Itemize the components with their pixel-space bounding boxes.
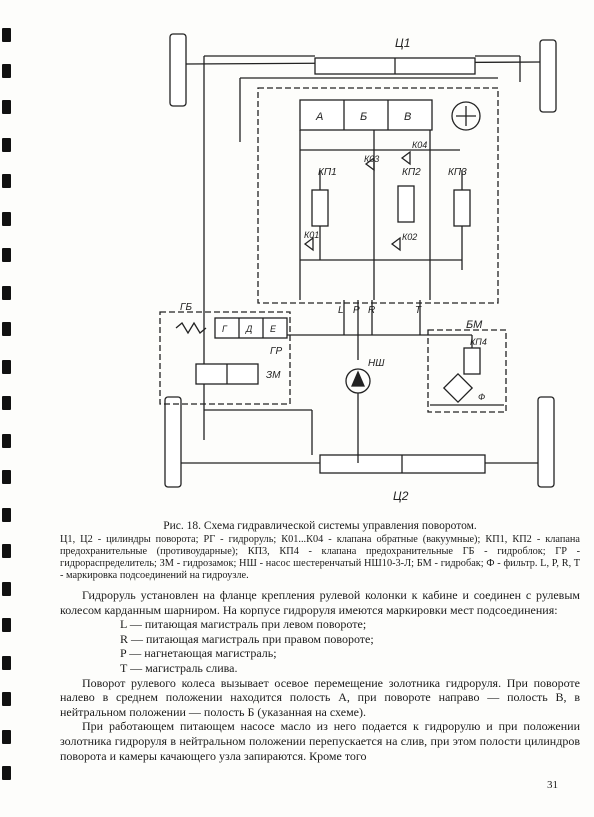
- check-valve-k04: [400, 150, 411, 166]
- label-kp2: КП2: [402, 167, 421, 178]
- filter: [442, 372, 474, 404]
- label-port-p: P: [353, 305, 360, 316]
- wheel-bottom-left: [164, 396, 182, 488]
- page-number: 31: [547, 779, 558, 791]
- label-port-r: R: [368, 305, 375, 316]
- label-gb: ГБ: [180, 302, 192, 313]
- binding-holes: [0, 0, 16, 817]
- check-valve-k03: [364, 156, 375, 172]
- gerotor-unit: [451, 101, 481, 131]
- marking-l: L — питающая магистраль при левом поворо…: [120, 617, 367, 632]
- check-valve-k01: [303, 236, 314, 252]
- label-kp1: КП1: [318, 167, 337, 178]
- tank-bm-outline: [427, 329, 507, 413]
- wheel-top-left: [169, 33, 187, 107]
- label-dist-d: Д: [245, 324, 253, 334]
- marking-t: T — магистраль слива.: [120, 660, 238, 675]
- paragraph-3: При работающем питающем насосе масло из …: [60, 719, 580, 763]
- label-k02: К02: [402, 232, 417, 242]
- wheel-top-right: [539, 39, 557, 113]
- marking-p: P — нагнетающая магистраль;: [120, 646, 277, 661]
- hydro-block-outline: [159, 311, 291, 405]
- spool-valve: [299, 99, 433, 131]
- label-zm: ЗМ: [266, 370, 281, 381]
- body-text: Гидроруль установлен на фланце крепления…: [60, 588, 580, 763]
- label-bm: БМ: [466, 319, 483, 331]
- distributor-gr: [214, 317, 288, 339]
- label-dist-e: Е: [270, 324, 277, 334]
- label-spool-b: Б: [360, 111, 367, 123]
- label-kp3: КП3: [448, 167, 467, 178]
- relief-valve-kp4: [463, 347, 481, 375]
- wheel-bottom-right: [537, 396, 555, 488]
- label-kp4: КП4: [470, 337, 487, 347]
- label-k01: К01: [304, 230, 319, 240]
- marking-r: R — питающая магистраль при правом повор…: [120, 631, 374, 646]
- label-c1: Ц1: [395, 36, 410, 50]
- label-k03: К03: [364, 154, 379, 164]
- label-ns: НШ: [368, 358, 385, 369]
- paragraph-1: Гидроруль установлен на фланце крепления…: [60, 588, 580, 617]
- relief-valve-kp1: [311, 189, 329, 227]
- label-port-l: L: [338, 305, 344, 316]
- figure-caption: Рис. 18. Схема гидравлической системы уп…: [60, 520, 580, 582]
- label-k04: К04: [412, 140, 427, 150]
- label-spool-a: А: [315, 111, 323, 123]
- paragraph-2: Поворот рулевого колеса вызывает осевое …: [60, 675, 580, 719]
- check-valve-k02: [390, 236, 401, 252]
- hydraulic-steering-diagram: Ц1 Ц2 А Б В КП1 КП2 КП3 КП4 К01 К02 К03 …: [159, 33, 557, 503]
- label-dist-g: Г: [222, 324, 228, 334]
- caption-text: Ц1, Ц2 - цилиндры поворота; РГ - гидрору…: [60, 534, 580, 581]
- label-gr: ГР: [270, 346, 282, 357]
- relief-valve-kp3: [453, 189, 471, 227]
- label-spool-v: В: [404, 111, 411, 123]
- label-filter: Ф: [478, 392, 485, 402]
- label-port-t: T: [415, 305, 422, 316]
- relief-valve-kp2: [397, 185, 415, 223]
- steering-block-outline: [257, 87, 499, 304]
- marking-list: L — питающая магистраль при левом поворо…: [120, 617, 580, 675]
- label-c2: Ц2: [393, 489, 409, 503]
- caption-title: Рис. 18. Схема гидравлической системы уп…: [163, 520, 477, 532]
